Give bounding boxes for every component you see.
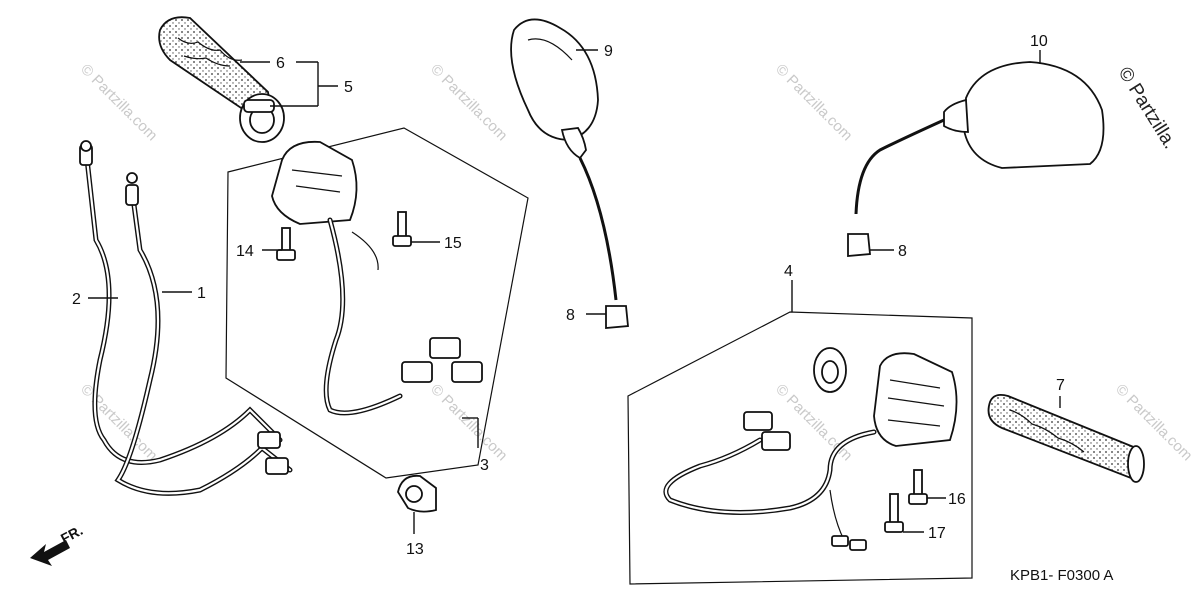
watermark-text: © Partzilla.com <box>772 381 855 464</box>
corner-watermark: © Partzilla. <box>1114 64 1181 153</box>
callout-7: 7 <box>1056 377 1065 394</box>
watermark-text: © Partzilla.com <box>77 61 160 144</box>
callout-2: 2 <box>72 291 81 308</box>
right-switch-assembly-part <box>663 347 958 551</box>
bolt-16-part <box>908 469 928 505</box>
throttle-cables-part <box>79 140 293 496</box>
right-mirror-part <box>854 61 1105 215</box>
clamp-13-part <box>397 474 437 513</box>
callout-labels: 1 2 3 4 5 6 7 8 8 9 10 13 14 15 16 17 <box>72 33 1065 558</box>
callout-16: 16 <box>948 491 966 508</box>
watermark-text: © Partzilla.com <box>427 381 510 464</box>
callout-17: 17 <box>928 525 946 542</box>
callout-3: 3 <box>480 457 489 474</box>
diagram-code: KPB1- F0300 A <box>1010 567 1113 584</box>
callout-9: 9 <box>604 43 613 60</box>
callout-13: 13 <box>406 541 424 558</box>
callout-8-right: 8 <box>898 243 907 260</box>
left-switch-assembly-part <box>271 140 483 416</box>
callout-8-left: 8 <box>566 307 575 324</box>
bolt-17-part <box>884 493 904 533</box>
bolt-14-part <box>276 227 296 261</box>
right-grip-part <box>987 393 1145 483</box>
leader-lines <box>88 49 1061 534</box>
nut-8-left-part <box>605 305 629 329</box>
callout-15: 15 <box>444 235 462 252</box>
switch-assembly-group-box-3 <box>225 127 529 479</box>
watermark-text: © Partzilla.com <box>772 61 855 144</box>
front-arrow-icon <box>30 540 70 566</box>
callout-1: 1 <box>197 285 206 302</box>
watermark-text: © Partzilla.com <box>427 61 510 144</box>
callout-6: 6 <box>276 55 285 72</box>
callout-14: 14 <box>236 243 254 260</box>
throttle-grip-part <box>158 16 285 143</box>
callout-5: 5 <box>344 79 353 96</box>
callout-10: 10 <box>1030 33 1048 50</box>
front-direction-indicator: FR. <box>30 522 85 566</box>
bolt-15-part <box>392 211 412 247</box>
nut-8-right-part <box>847 233 871 257</box>
callout-4: 4 <box>784 263 793 280</box>
switch-assembly-group-box-4 <box>627 311 973 585</box>
left-mirror-part <box>510 18 618 301</box>
